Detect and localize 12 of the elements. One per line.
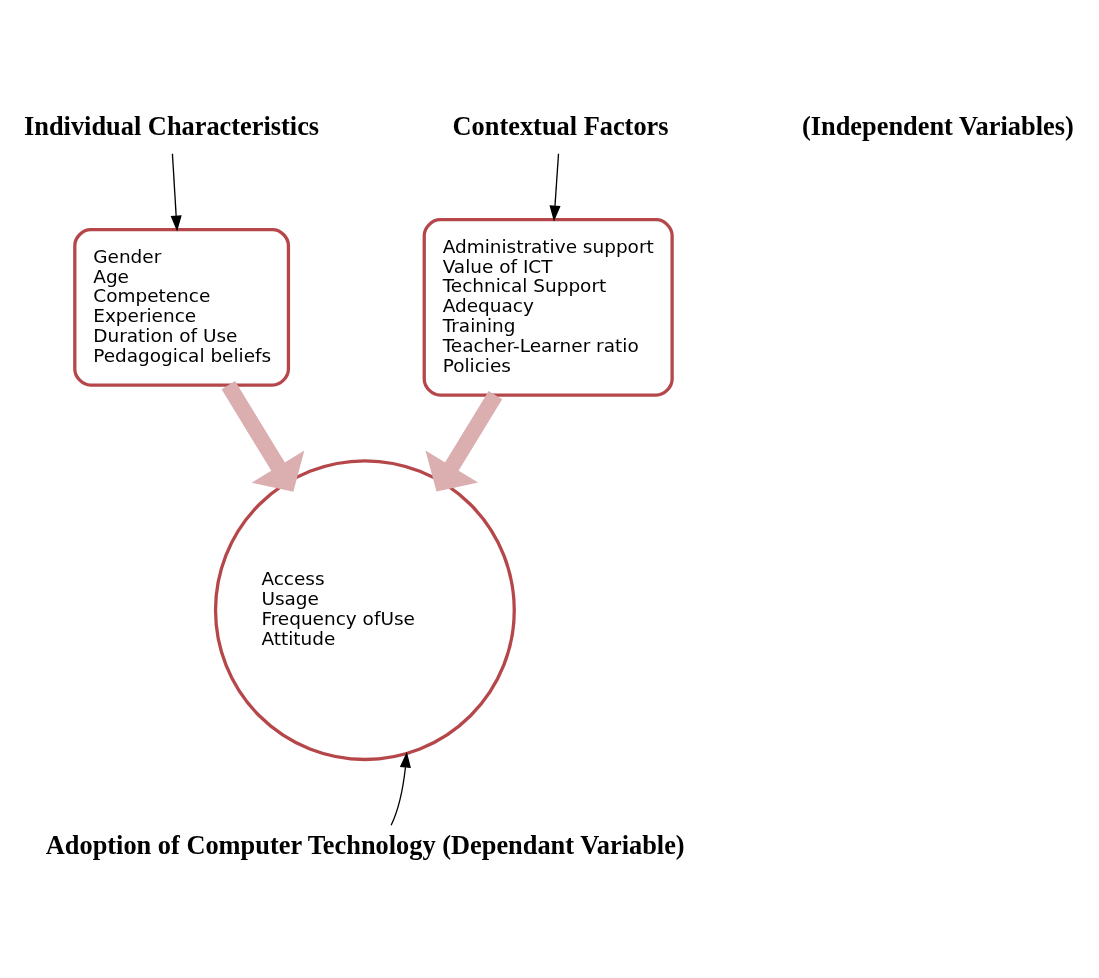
arrow (425, 390, 503, 492)
arrow (170, 152, 182, 231)
node-text: Individual Characteristics (24, 111, 320, 141)
arrow (549, 152, 561, 222)
node-circle: Access Usage Frequency ofUse Attitude (213, 458, 516, 761)
node-text: Adoption of Computer Technology (Dependant Variable) (45, 830, 685, 860)
arrow (221, 380, 305, 492)
node-box: Administrative support Value of ICT Technical Support Adequacy Training Teacher-Learner ratio Policies (422, 217, 674, 397)
arrow (390, 751, 411, 826)
node-text: Contextual Factors (452, 111, 669, 141)
label: (Independent Variables) (802, 111, 1074, 141)
node-box: Gender Age Competence Experience Duration of Use Pedagogical beliefs (73, 227, 291, 387)
